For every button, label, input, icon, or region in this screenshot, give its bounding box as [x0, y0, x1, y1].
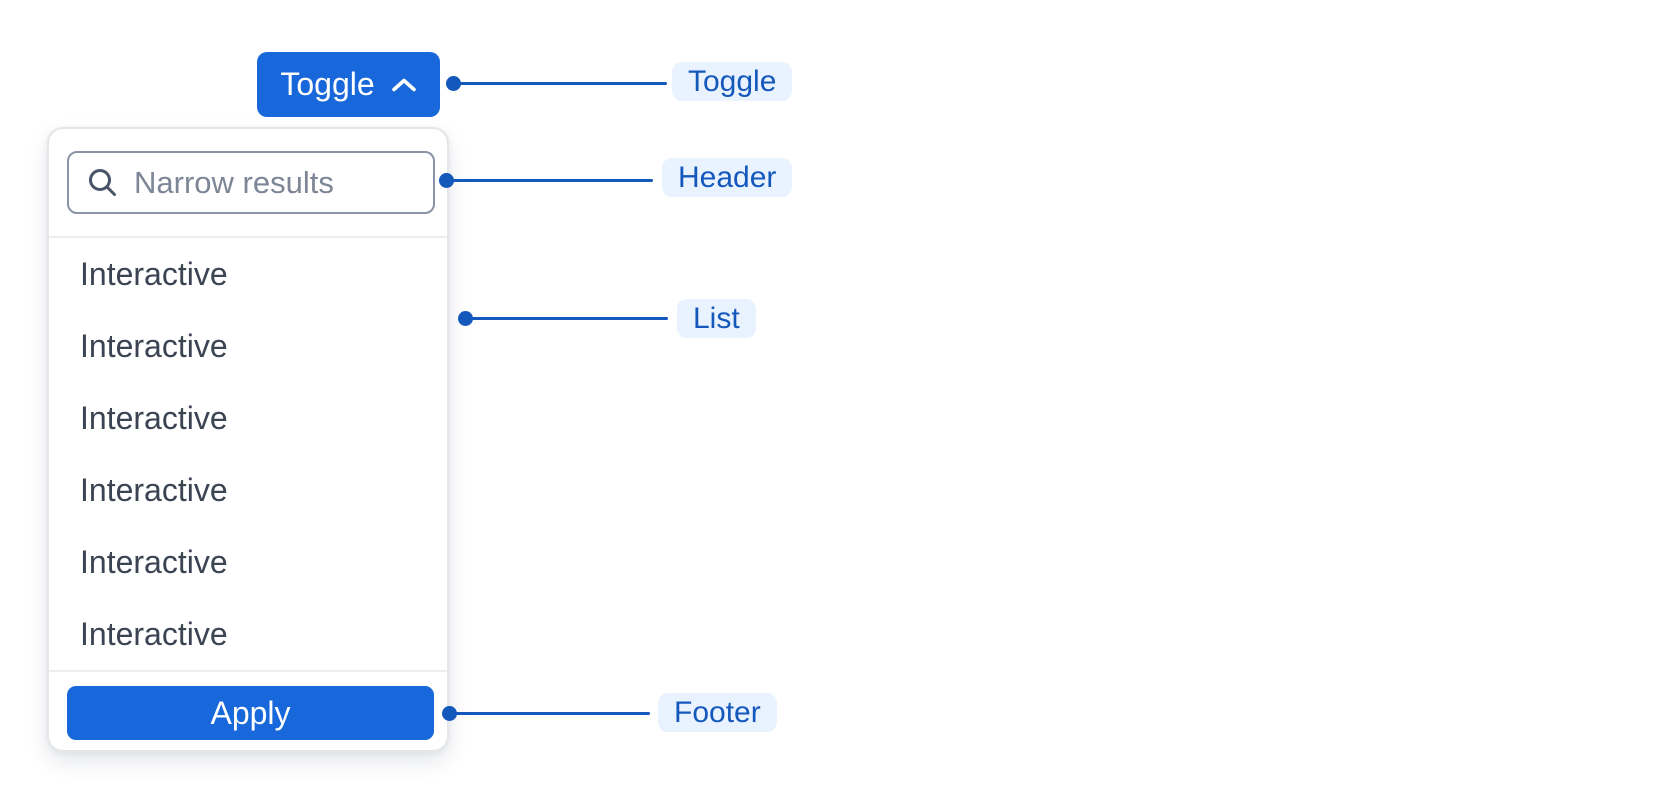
toggle-button[interactable]: Toggle — [257, 52, 440, 117]
header-connector-line — [446, 179, 653, 182]
search-box[interactable] — [67, 151, 435, 214]
footer-divider — [49, 670, 447, 672]
search-icon — [87, 167, 118, 198]
menu-list: Interactive Interactive Interactive Inte… — [49, 238, 447, 670]
menu-item[interactable]: Interactive — [80, 543, 228, 580]
search-input[interactable] — [134, 164, 417, 201]
menu-item[interactable]: Interactive — [80, 255, 228, 292]
apply-button[interactable]: Apply — [67, 686, 434, 740]
annotation-label-list: List — [677, 299, 756, 338]
header-divider — [49, 236, 447, 238]
menu-item[interactable]: Interactive — [80, 615, 228, 652]
toggle-connector-line — [453, 82, 667, 85]
annotation-label-footer: Footer — [658, 693, 777, 732]
chevron-up-icon — [391, 77, 417, 93]
menu-item[interactable]: Interactive — [80, 399, 228, 436]
list-connector-line — [465, 317, 668, 320]
annotation-label-toggle: Toggle — [672, 62, 793, 101]
menu-item[interactable]: Interactive — [80, 471, 228, 508]
menu-item[interactable]: Interactive — [80, 327, 228, 364]
toggle-button-label: Toggle — [280, 66, 375, 102]
annotation-label-header: Header — [662, 158, 793, 197]
footer-connector-line — [449, 712, 650, 715]
dropdown-panel: Interactive Interactive Interactive Inte… — [47, 127, 449, 752]
